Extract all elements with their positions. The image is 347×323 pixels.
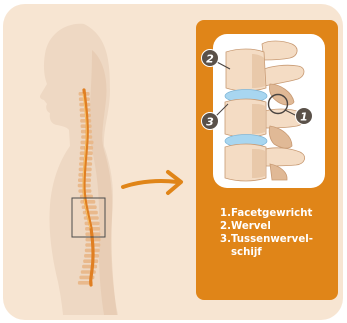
marker-disc-number: 3 bbox=[206, 116, 214, 129]
arrow-icon bbox=[123, 172, 181, 193]
vertebra-segment bbox=[82, 265, 97, 269]
legend-number: 2. bbox=[220, 220, 231, 233]
legend-number: 1. bbox=[220, 207, 231, 220]
marker-disc: 3 bbox=[202, 113, 219, 130]
marker-facet-joint-number: 1 bbox=[300, 111, 308, 124]
vertebra-segment bbox=[83, 211, 98, 215]
vertebra-segment bbox=[84, 216, 99, 220]
legend-number: 3. bbox=[220, 233, 231, 259]
legend-label: Facetgewricht bbox=[231, 207, 330, 220]
legend-list: 1. Facetgewricht 2. Wervel 3. Tussenwerv… bbox=[220, 207, 330, 259]
marker-facet-joint: 1 bbox=[296, 108, 313, 125]
legend-item-vertebra: 2. Wervel bbox=[220, 220, 330, 233]
vertebra-segment bbox=[82, 205, 97, 209]
legend-label: Tussenwervel-schijf bbox=[231, 233, 311, 259]
vertebra-segment bbox=[80, 200, 95, 204]
legend-item-disc: 3. Tussenwervel-schijf bbox=[220, 233, 330, 259]
vertebra-segment bbox=[83, 259, 98, 263]
marker-vertebra: 2 bbox=[202, 50, 219, 67]
marker-vertebra-number: 2 bbox=[206, 53, 214, 66]
vertebra-shading bbox=[252, 54, 265, 178]
legend-item-facet-joint: 1. Facetgewricht bbox=[220, 207, 330, 220]
legend-label: Wervel bbox=[231, 220, 330, 233]
vertebra-segment bbox=[81, 270, 96, 274]
vertebra-segment bbox=[85, 222, 100, 226]
